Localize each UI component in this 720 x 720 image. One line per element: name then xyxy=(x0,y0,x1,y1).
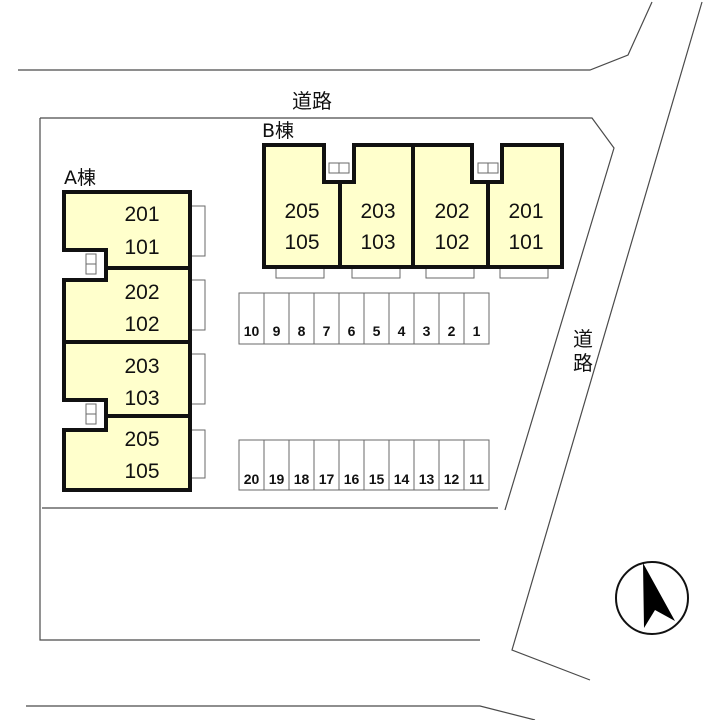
a-unit-1-upper: 201 xyxy=(124,203,159,226)
parking-stall-number: 1 xyxy=(473,323,481,339)
b-bottom-box-1 xyxy=(275,267,325,279)
b-unit-1-lower: 105 xyxy=(284,231,319,254)
parking-stall xyxy=(288,292,315,345)
parking-stall xyxy=(288,439,315,491)
parking-stall xyxy=(463,439,490,491)
parking-stall xyxy=(388,439,415,491)
b-entry-box-2 xyxy=(338,162,350,174)
b-bottom-box-3 xyxy=(425,267,475,279)
b-unit-3-lower: 102 xyxy=(434,231,469,254)
parking-stall-number: 20 xyxy=(244,471,260,487)
parking-stall-number: 2 xyxy=(448,323,456,339)
parking-stall xyxy=(388,292,415,345)
b-unit-2-lower: 103 xyxy=(360,231,395,254)
parking-stall-number: 16 xyxy=(344,471,360,487)
b-entry-box-1 xyxy=(328,162,340,174)
parking-stall-number: 9 xyxy=(273,323,281,339)
parking-stall-number: 4 xyxy=(398,323,406,339)
parking-stall-number: 6 xyxy=(348,323,356,339)
parking-stall-number: 17 xyxy=(319,471,335,487)
parking-stall-number: 13 xyxy=(419,471,435,487)
b-unit-2-upper: 203 xyxy=(360,200,395,223)
parking-stall xyxy=(313,439,340,491)
parking-stall xyxy=(263,439,290,491)
parking-stall-number: 3 xyxy=(423,323,431,339)
a-entry-box-3 xyxy=(85,403,97,415)
road-label-top: 道路 xyxy=(292,89,332,113)
parking-stall-number: 18 xyxy=(294,471,310,487)
parking-stall xyxy=(263,292,290,345)
parking-stall-number: 14 xyxy=(394,471,410,487)
parking-stall xyxy=(338,292,365,345)
a-entry-box-2 xyxy=(85,263,97,275)
a-unit-3-upper: 203 xyxy=(124,355,159,378)
parking-stall-number: 12 xyxy=(444,471,460,487)
a-unit-205-105 xyxy=(62,414,192,492)
b-unit-3-upper: 202 xyxy=(434,200,469,223)
a-entry-box-1 xyxy=(85,253,97,265)
a-side-box-4 xyxy=(190,429,206,479)
parking-stall-number: 15 xyxy=(369,471,385,487)
parking-stall-number: 19 xyxy=(269,471,285,487)
parking-stall xyxy=(238,292,265,345)
a-unit-3-lower: 103 xyxy=(124,387,159,410)
parking-row-1: 10 9 8 7 6 5 4 3 2 1 xyxy=(238,292,490,345)
parking-stall-number: 7 xyxy=(323,323,331,339)
parking-stall xyxy=(463,292,490,345)
a-unit-1-lower: 101 xyxy=(124,236,159,259)
parking-stall-number: 11 xyxy=(469,471,484,487)
parking-stall-number: 8 xyxy=(298,323,306,339)
a-side-box-1 xyxy=(190,205,206,257)
building-a: A棟 201 101 202 102 203 103 205 105 xyxy=(62,167,206,492)
building-b: B棟 205 105 203 103 202 102 201 101 xyxy=(262,120,564,279)
b-unit-201-101 xyxy=(486,143,564,269)
parking-row-2: 20 19 18 17 16 15 14 13 12 11 xyxy=(238,439,490,491)
a-unit-4-upper: 205 xyxy=(124,428,159,451)
parking-stall xyxy=(238,439,265,491)
road-label-right-bottom: 路 xyxy=(573,351,593,375)
a-unit-2-upper: 202 xyxy=(124,281,159,304)
b-bottom-box-2 xyxy=(351,267,401,279)
a-unit-2-lower: 102 xyxy=(124,313,159,336)
a-unit-4-lower: 105 xyxy=(124,460,159,483)
parking-stall xyxy=(438,292,465,345)
b-entry-box-4 xyxy=(487,162,499,174)
a-entry-box-4 xyxy=(85,413,97,425)
a-side-box-3 xyxy=(190,353,206,405)
b-unit-4-upper: 201 xyxy=(508,200,543,223)
b-entry-box-3 xyxy=(477,162,489,174)
parking-stall xyxy=(313,292,340,345)
road-lines xyxy=(18,1,703,720)
parking-stall xyxy=(338,439,365,491)
parking-stall xyxy=(363,439,390,491)
building-a-label: A棟 xyxy=(64,167,96,189)
building-b-label: B棟 xyxy=(262,120,294,142)
a-side-box-2 xyxy=(190,279,206,331)
b-unit-1-upper: 205 xyxy=(284,200,319,223)
road-label-right-top: 道 xyxy=(573,327,593,351)
b-unit-4-lower: 101 xyxy=(508,231,543,254)
parking-stall-number: 5 xyxy=(373,323,381,339)
north-arrow-icon xyxy=(615,561,689,635)
b-bottom-box-4 xyxy=(499,267,549,279)
parking-stall xyxy=(363,292,390,345)
parking-stall-number: 10 xyxy=(244,323,260,339)
